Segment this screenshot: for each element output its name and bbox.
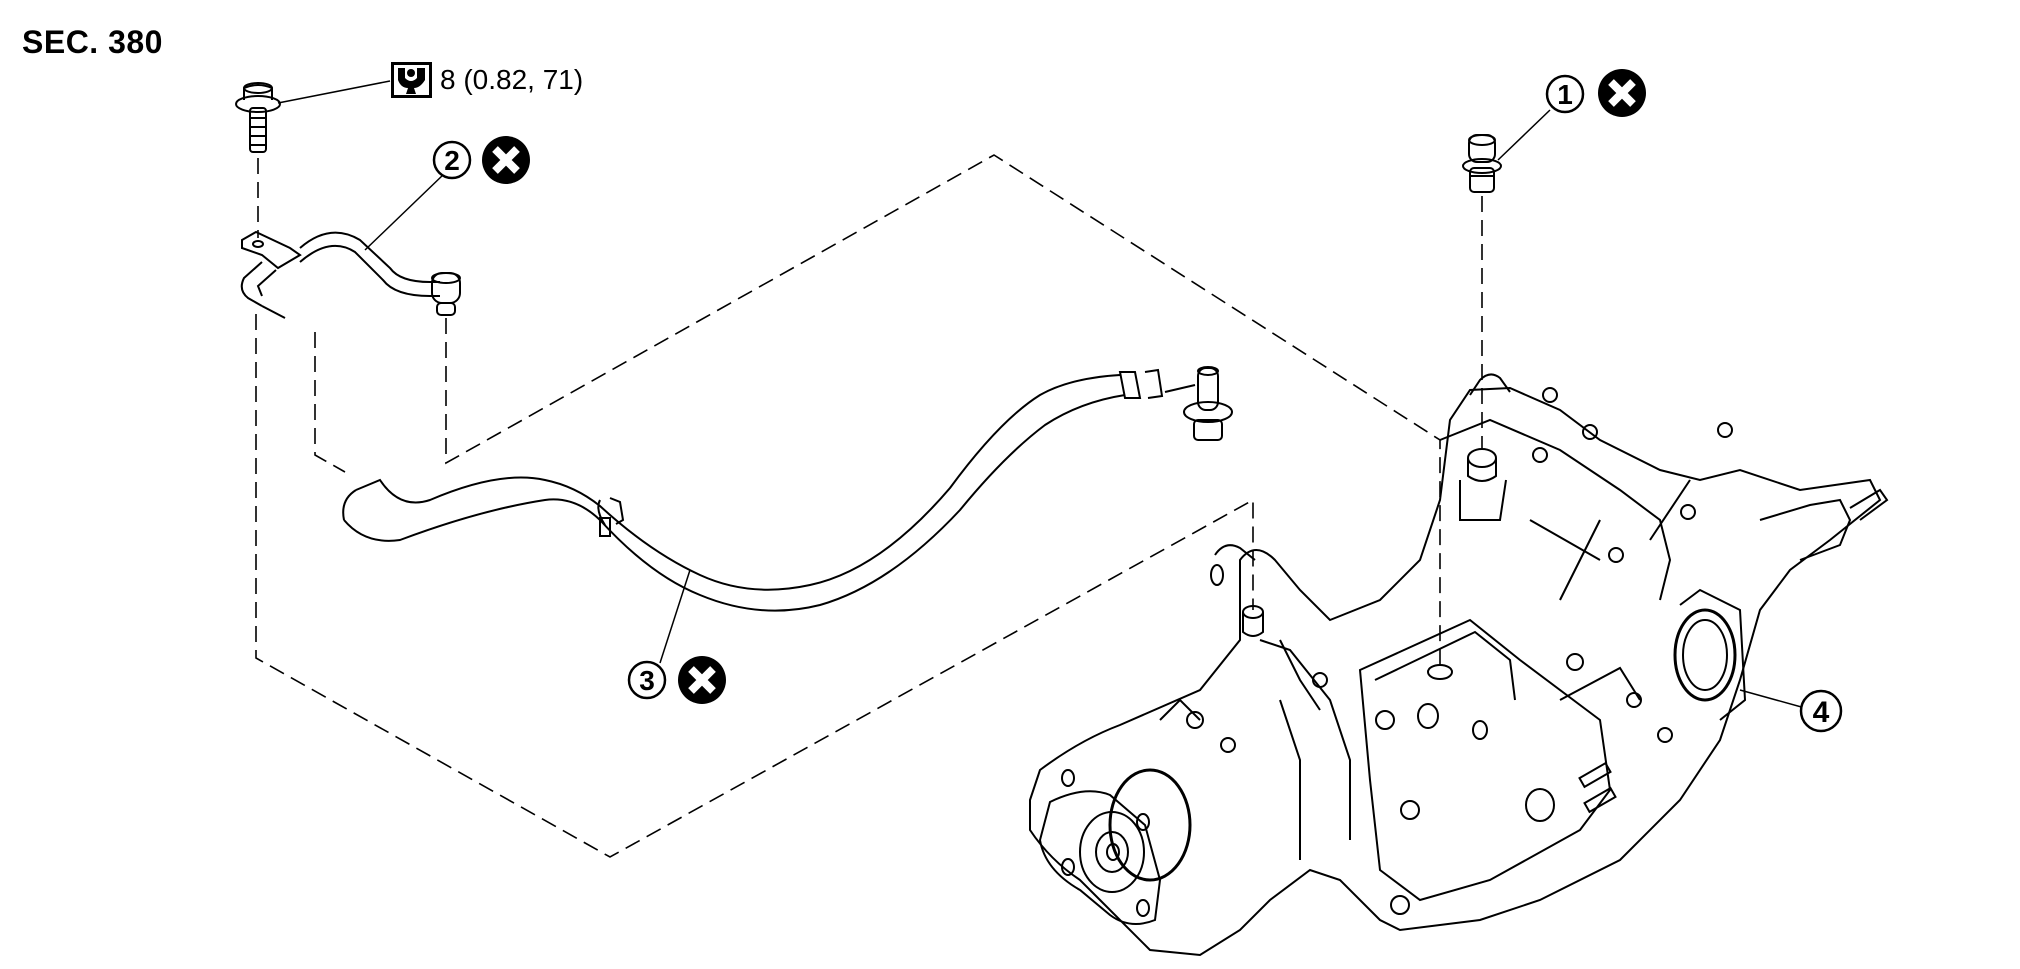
callout-4: 4 bbox=[1799, 689, 1843, 733]
breather-hose[interactable] bbox=[342, 366, 1233, 612]
torque-wrench-icon bbox=[391, 62, 432, 98]
bolt[interactable] bbox=[235, 82, 281, 153]
callout-3: 3 bbox=[627, 660, 667, 700]
callout-2: 2 bbox=[432, 140, 472, 180]
torque-value: 8 (0.82, 71) bbox=[440, 64, 584, 95]
differential-assembly[interactable] bbox=[1029, 373, 1889, 957]
torque-leader-line bbox=[277, 80, 391, 104]
do-not-reuse-icon bbox=[678, 656, 726, 704]
callout-number-4: 4 bbox=[1813, 696, 1830, 729]
callout-number-2: 2 bbox=[444, 145, 460, 176]
leader-line-3 bbox=[659, 569, 691, 664]
callout-number-1: 1 bbox=[1557, 79, 1573, 110]
section-title: SEC. 380 bbox=[22, 24, 163, 60]
dashed-guide-lines bbox=[255, 154, 1483, 858]
leader-line-4 bbox=[1739, 689, 1806, 709]
leader-line-1 bbox=[1497, 109, 1551, 161]
do-not-reuse-icon bbox=[482, 136, 530, 184]
do-not-reuse-icon bbox=[1598, 69, 1646, 117]
leader-line-2 bbox=[364, 173, 445, 251]
plug[interactable] bbox=[1462, 134, 1502, 193]
breather-tube[interactable] bbox=[240, 230, 461, 319]
callout-1: 1 bbox=[1545, 74, 1585, 114]
callout-number-3: 3 bbox=[639, 665, 655, 696]
